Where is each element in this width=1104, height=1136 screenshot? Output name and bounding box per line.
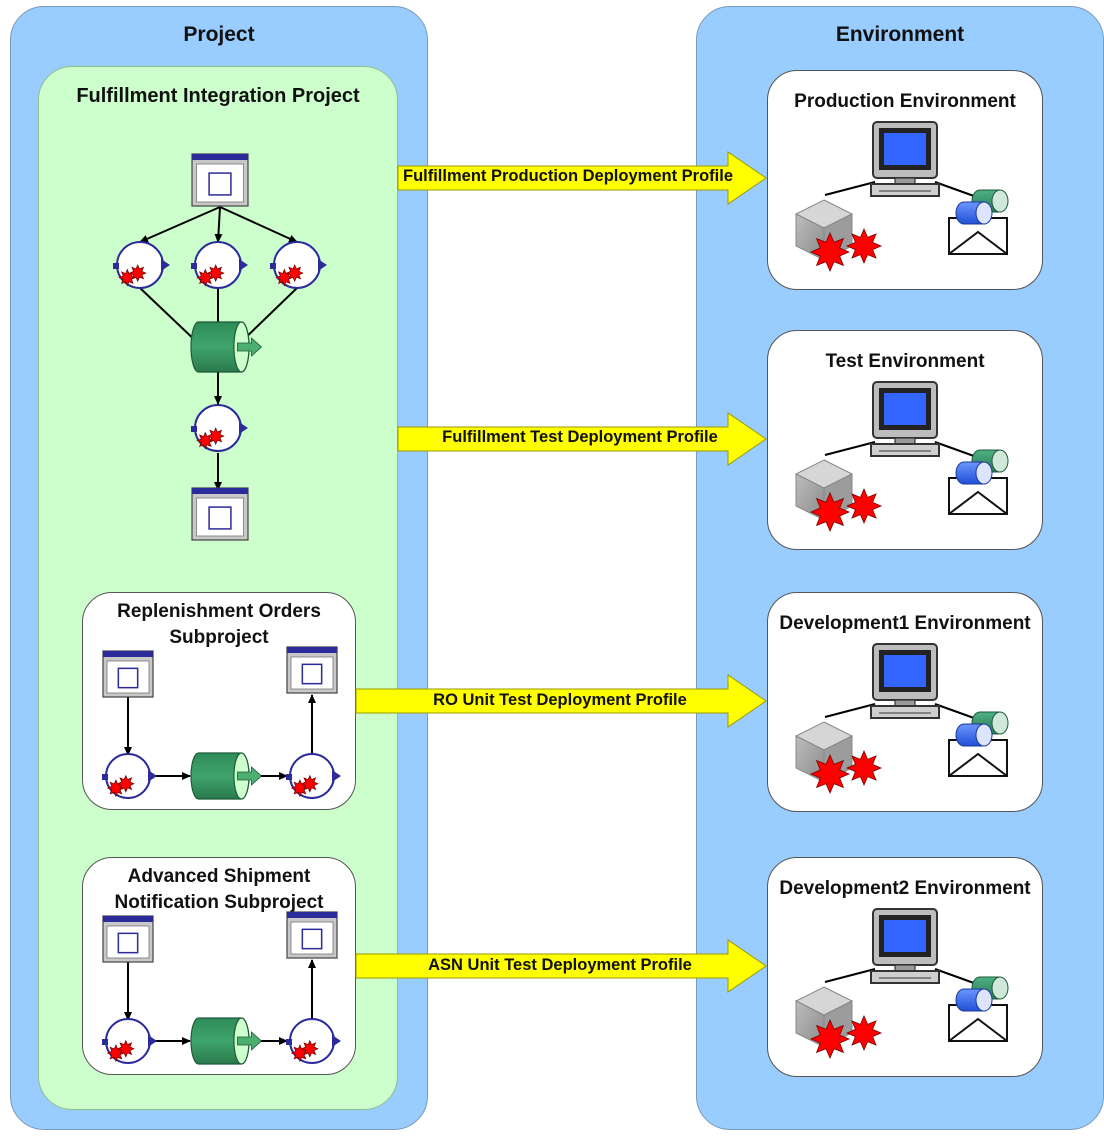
connector-line: [824, 181, 876, 196]
production-deployment-arrow: [397, 151, 767, 205]
diagram-icons: [102, 121, 1009, 1065]
red-burst-icon: [809, 1018, 851, 1060]
red-burst-icon: [845, 227, 883, 265]
window-icon: [191, 487, 249, 541]
asn-subproject-title-line1: Advanced Shipment: [127, 866, 311, 887]
red-burst-icon: [300, 774, 319, 793]
process-node-icon: [286, 1018, 341, 1064]
ro-subproject-title-line1: Replenishment Orders: [117, 601, 321, 622]
server-cube-icon: [794, 199, 883, 273]
ro-subproject-title-line2: Subproject: [169, 627, 269, 648]
window-icon: [286, 646, 338, 694]
red-burst-icon: [809, 231, 851, 273]
computer-monitor-icon: [870, 908, 940, 984]
asn-deployment-arrow: [355, 939, 767, 993]
test-deployment-arrow: [397, 412, 767, 466]
computer-monitor-icon: [870, 643, 940, 719]
deployment-arrows: [355, 151, 767, 993]
connector-line: [214, 206, 223, 243]
red-burst-icon: [206, 427, 225, 446]
red-burst-icon: [300, 1039, 319, 1058]
process-node-icon: [286, 753, 341, 799]
asn-deployment-profile-label: ASN Unit Test Deployment Profile: [428, 956, 692, 974]
ro-deployment-profile-label: RO Unit Test Deployment Profile: [433, 691, 687, 709]
message-envelope-icon: [948, 976, 1009, 1042]
red-burst-icon: [206, 264, 225, 283]
message-envelope-icon: [948, 711, 1009, 777]
process-node-icon: [102, 753, 157, 799]
red-burst-icon: [116, 774, 135, 793]
process-node-icon: [191, 404, 248, 452]
process-node-icon: [102, 1018, 157, 1064]
development1-environment-title: Development1 Environment: [779, 613, 1031, 634]
queue-cylinder-icon: [190, 321, 263, 373]
connector-line: [219, 206, 298, 243]
fulfillment-project-title: Fulfillment Integration Project: [76, 85, 360, 107]
flow-connectors: [124, 181, 986, 1045]
red-burst-icon: [845, 749, 883, 787]
process-node-icon: [113, 241, 170, 289]
window-icon: [102, 650, 154, 698]
connector-line: [824, 441, 876, 456]
connector-line: [139, 287, 201, 346]
window-icon: [191, 153, 249, 207]
project-panel-title: Project: [183, 23, 255, 46]
window-icon: [102, 915, 154, 963]
red-burst-icon: [809, 753, 851, 795]
process-node-icon: [270, 241, 327, 289]
server-cube-icon: [794, 986, 883, 1060]
queue-cylinder-icon: [190, 1017, 263, 1065]
red-burst-icon: [845, 487, 883, 525]
red-burst-icon: [845, 1014, 883, 1052]
server-cube-icon: [794, 459, 883, 533]
red-burst-icon: [128, 264, 147, 283]
connector-line: [824, 703, 876, 718]
message-envelope-icon: [948, 449, 1009, 515]
test-deployment-profile-label: Fulfillment Test Deployment Profile: [442, 428, 718, 446]
red-burst-icon: [809, 491, 851, 533]
asn-subproject-title-line2: Notification Subproject: [114, 892, 324, 913]
production-deployment-profile-label: Fulfillment Production Deployment Profil…: [402, 167, 734, 185]
development2-environment-title: Development2 Environment: [779, 878, 1031, 899]
ro-deployment-arrow: [355, 674, 767, 728]
environment-panel-title: Environment: [835, 23, 965, 46]
test-environment-title: Test Environment: [825, 351, 985, 372]
computer-monitor-icon: [870, 381, 940, 457]
connector-line: [824, 968, 876, 983]
connector-line: [139, 206, 221, 243]
computer-monitor-icon: [870, 121, 940, 197]
red-burst-icon: [116, 1039, 135, 1058]
process-node-icon: [191, 241, 248, 289]
window-icon: [286, 911, 338, 959]
queue-cylinder-icon: [190, 752, 263, 800]
server-cube-icon: [794, 721, 883, 795]
red-burst-icon: [285, 264, 304, 283]
message-envelope-icon: [948, 189, 1009, 255]
production-environment-title: Production Environment: [794, 91, 1016, 112]
